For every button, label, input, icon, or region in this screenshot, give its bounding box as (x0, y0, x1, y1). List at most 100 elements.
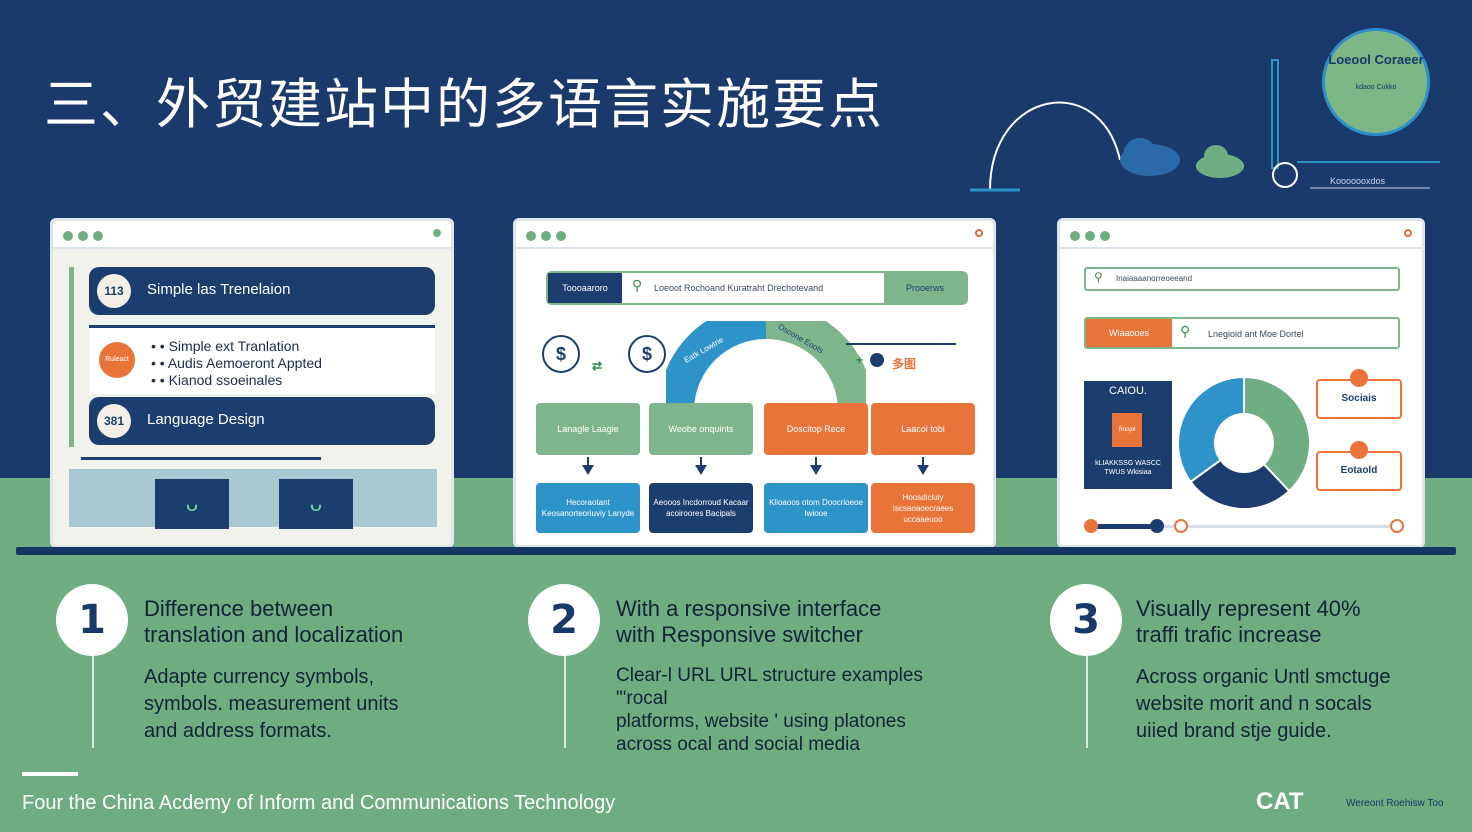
step-description: Clear-l URL URL structure examples "'roc… (616, 665, 923, 755)
plus-icon: + (856, 353, 864, 367)
search-input[interactable]: Lnegioid ant Moe Dortel (1208, 329, 1304, 339)
currency-icon: $ (628, 335, 666, 373)
list-item: Audis Aemoeront Appted (151, 355, 322, 372)
filter-button[interactable]: Wiaaooes (1086, 319, 1172, 347)
traffic-pie-chart (1177, 375, 1311, 510)
window-status-icon (1404, 229, 1412, 237)
window-status-icon (433, 229, 441, 237)
step-title: Difference between translation and local… (144, 596, 404, 647)
row-label: Simple las Trenelaion (147, 281, 291, 298)
language-label: 多图 (892, 357, 917, 371)
window-dot-icon[interactable] (93, 231, 103, 241)
language-design-row[interactable]: 381 Language Design (89, 397, 435, 445)
org-logo: CAT (1256, 788, 1304, 815)
search-icon: ⚲ (1094, 270, 1103, 284)
slider-fill (1090, 524, 1156, 529)
location-pin-icon (870, 353, 884, 367)
exchange-arrow-icon: ⇄ (592, 359, 603, 373)
workflow-detail[interactable]: Klioaoos otom Doocrioeoe Iwiooe (764, 483, 868, 533)
search-category-button[interactable]: Toooaaroro (548, 273, 622, 303)
cloud-network-illustration (970, 59, 1440, 192)
panel-baseline (16, 547, 1456, 555)
arrow-down-icon (810, 465, 822, 475)
step-title: Visually represent 40% traffi trafic inc… (1136, 596, 1361, 647)
window-dot-icon[interactable] (1100, 231, 1110, 241)
step-number-badge: 1 (56, 584, 128, 656)
window-status-icon (975, 229, 983, 237)
window-dot-icon[interactable] (556, 231, 566, 241)
arrow-down-icon (700, 457, 702, 465)
face-icon: ᴗ (155, 479, 229, 529)
step-title: With a responsive interface with Respons… (616, 596, 882, 647)
location-badge-title: Loeool Coraeer (1328, 52, 1424, 67)
window-dot-icon[interactable] (1085, 231, 1095, 241)
step-connector (564, 656, 566, 748)
arrow-down-icon (587, 457, 589, 465)
card-badge: Roojol (1112, 413, 1142, 447)
donut-hole (1214, 413, 1274, 473)
social-tag[interactable]: Sociais (1316, 369, 1402, 419)
slider-handle[interactable] (1390, 519, 1404, 533)
filter-search-bar[interactable]: Wiaaooes ⚲ Lnegioid ant Moe Dortel (1084, 317, 1400, 349)
card-footer: kLIAKKSSG WASCC TWUS Wkisiaa (1095, 460, 1161, 476)
list-item: Kianod ssoeinales (151, 372, 322, 389)
window-dot-icon[interactable] (78, 231, 88, 241)
footer-accent (22, 772, 78, 776)
arrow-down-icon (917, 465, 929, 475)
tag-label: Eotaold (1340, 465, 1378, 476)
slider-handle[interactable] (1084, 519, 1098, 533)
footer-right-text: Wereont Roehisw Too (1346, 798, 1444, 809)
window-controls (63, 228, 108, 246)
window-titlebar (1060, 221, 1422, 249)
workflow-detail[interactable]: Hecoraotant Keosanorteoriuviy Lanyde (536, 483, 640, 533)
workflow-step[interactable]: Weobe onquints (649, 403, 753, 455)
window-titlebar (53, 221, 451, 249)
pie-slice (1189, 441, 1291, 510)
workflow-step[interactable]: Laacoi tobi (871, 403, 975, 455)
search-button[interactable]: Prooerws (884, 273, 966, 303)
progress-arc (666, 321, 866, 411)
translation-mockup-window: 113 Simple las Trenelaion Ruleact Simple… (50, 218, 454, 548)
workflow-step[interactable]: Doscitop Rece (764, 403, 868, 455)
step-connector (92, 656, 94, 748)
arrow-down-icon (695, 465, 707, 475)
step-connector (1086, 656, 1088, 748)
workflow-detail[interactable]: Hoosdicluiy Iscsaoaoecraees uccaaeuoo (871, 483, 975, 533)
face-icon: ᴗ (279, 479, 353, 529)
arrow-down-icon (922, 457, 924, 465)
window-dot-icon[interactable] (541, 231, 551, 241)
currency-icon: $ (542, 335, 580, 373)
row-number-badge: 381 (97, 404, 131, 438)
search-bar[interactable]: ⚲ Inaiaaaanorreoeeand (1084, 267, 1400, 291)
step-number-badge: 2 (528, 584, 600, 656)
slider-handle[interactable] (1174, 519, 1188, 533)
workflow-detail[interactable]: Aeooos Incdorroud Kacaar acoiroores Baci… (649, 483, 753, 533)
slider-track[interactable] (1090, 525, 1396, 528)
window-dot-icon[interactable] (63, 231, 73, 241)
tag-icon (1350, 441, 1368, 459)
region-card[interactable]: CAIOU. Roojol kLIAKKSSG WASCC TWUS Wkisi… (1084, 381, 1172, 489)
arrow-down-icon (815, 457, 817, 465)
footer-credit: Four the China Acdemy of Inform and Comm… (22, 792, 616, 814)
step-description: Across organic Untl smctuge website mori… (1136, 666, 1391, 742)
search-input[interactable]: Loeoot Rochoand Kuratraht Drechotevand (654, 283, 824, 293)
window-controls (1070, 228, 1115, 246)
window-dot-icon[interactable] (526, 231, 536, 241)
page-title: 三、外贸建站中的多语言实施要点 (44, 73, 884, 136)
translation-row[interactable]: 113 Simple las Trenelaion (89, 267, 435, 315)
slider-handle[interactable] (1150, 519, 1164, 533)
row-number-badge: 113 (97, 274, 131, 308)
search-input[interactable]: Inaiaaaanorreoeeand (1116, 274, 1193, 283)
translation-illustration: ᴗ ᴗ (69, 469, 437, 529)
connector-line (846, 343, 956, 345)
window-titlebar (516, 221, 993, 249)
window-dot-icon[interactable] (1070, 231, 1080, 241)
pie-slice (1243, 375, 1311, 493)
arrow-down-icon (582, 465, 594, 475)
search-bar[interactable]: Toooaaroro ⚲ Loeoot Rochoand Kuratraht D… (546, 271, 968, 305)
analytics-mockup-window: ⚲ Inaiaaaanorreoeeand Wiaaooes ⚲ Lnegioi… (1057, 218, 1425, 548)
divider (81, 457, 321, 460)
workflow-step[interactable]: Lanagle Laagie (536, 403, 640, 455)
decoration-label: Kooooooxdos (1330, 176, 1386, 186)
social-tag[interactable]: Eotaold (1316, 441, 1402, 491)
